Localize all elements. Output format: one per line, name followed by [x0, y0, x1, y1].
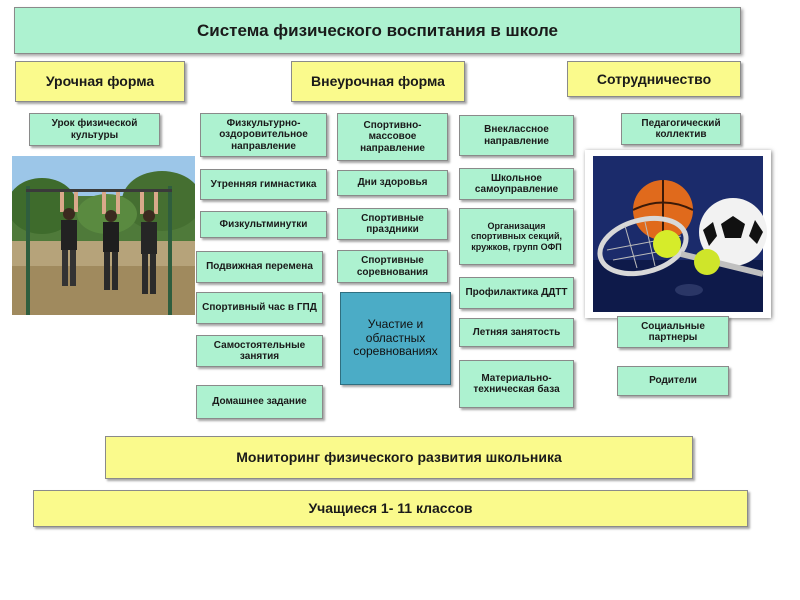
- box-profilaktika-ddtt: Профилактика ДДТТ: [459, 277, 574, 309]
- box-urok-fizkultury: Урок физической культуры: [29, 113, 160, 146]
- box-sportivnye-sorevnovaniya: Спортивные соревнования: [337, 250, 448, 283]
- box-domashnee-zadanie-label: Домашнее задание: [212, 396, 307, 408]
- header-urochnaya: Урочная форма: [15, 61, 185, 102]
- box-letnyaya-zanyatost-label: Летняя занятость: [472, 326, 561, 338]
- header-vneurochnaya-label: Внеурочная форма: [311, 73, 445, 90]
- box-urok-fizkultury-label: Урок физической культуры: [51, 118, 138, 141]
- sports-balls-photo: [585, 150, 771, 318]
- box-sportivnye-prazdniki: Спортивные праздники: [337, 208, 448, 240]
- box-dni-zdorovya-label: Дни здоровья: [357, 177, 428, 189]
- box-uchastie-sorevnovaniya: Участие и областных соревнованиях: [340, 292, 451, 385]
- box-podvizhnaya-peremena: Подвижная перемена: [196, 251, 323, 283]
- diagram-title: Система физического воспитания в школе: [14, 7, 741, 54]
- box-sportivnye-prazdniki-label: Спортивные праздники: [361, 212, 424, 236]
- box-monitoring-label: Мониторинг физического развития школьник…: [236, 449, 562, 466]
- box-sportivno-massovoe-label: Спортивно-массовое направление: [360, 119, 425, 154]
- box-pedagogicheskij-kollektiv: Педагогический коллектив: [621, 113, 741, 145]
- box-fizkult-ozdorovitelnoe: Физкультурно-оздоровительное направление: [200, 113, 327, 157]
- box-uchashchiesya-label: Учащиеся 1- 11 классов: [308, 500, 473, 517]
- box-pedagogicheskij-kollektiv-label: Педагогический коллектив: [641, 117, 721, 141]
- header-vneurochnaya: Внеурочная форма: [291, 61, 465, 102]
- box-fizkultminutki-label: Физкультминутки: [219, 218, 308, 230]
- header-sotrudnichestvo: Сотрудничество: [567, 61, 741, 97]
- sports-balls-image: [593, 156, 767, 312]
- box-fizkult-ozdorovitelnoe-label: Физкультурно-оздоровительное направление: [219, 117, 308, 152]
- box-organizaciya-sekcij-label: Организация спортивных секций, кружков, …: [470, 220, 563, 252]
- box-sportivno-massovoe: Спортивно-массовое направление: [337, 113, 448, 161]
- box-shkolnoe-samoupravlenie: Школьное самоуправление: [459, 168, 574, 200]
- box-monitoring: Мониторинг физического развития школьник…: [105, 436, 693, 479]
- box-letnyaya-zanyatost: Летняя занятость: [459, 318, 574, 347]
- box-roditeli: Родители: [617, 366, 729, 396]
- box-socialnye-partnery: Социальные партнеры: [617, 316, 729, 348]
- header-sotrudnichestvo-label: Сотрудничество: [596, 70, 712, 87]
- box-utrennyaya-gimnastika-label: Утренняя гимнастика: [210, 178, 317, 190]
- box-sportivnyj-chas: Спортивный час в ГПД: [196, 292, 323, 324]
- box-organizaciya-sekcij: Организация спортивных секций, кружков, …: [459, 208, 574, 265]
- box-uchastie-sorevnovaniya-label: Участие и областных соревнованиях: [353, 316, 438, 359]
- box-dni-zdorovya: Дни здоровья: [337, 170, 448, 196]
- box-sportivnyj-chas-label: Спортивный час в ГПД: [202, 302, 317, 314]
- box-sportivnye-sorevnovaniya-label: Спортивные соревнования: [356, 255, 429, 278]
- box-materialno-tehnicheskaya-baza: Материально-техническая база: [459, 360, 574, 408]
- box-samostoyatelnye-zanyatiya: Самостоятельные занятия: [196, 335, 323, 367]
- box-vneklassnoe-napravlenie-label: Внеклассное направление: [484, 124, 549, 147]
- box-fizkultminutki: Физкультминутки: [200, 211, 327, 238]
- box-samostoyatelnye-zanyatiya-label: Самостоятельные занятия: [213, 339, 306, 363]
- diagram-title-text: Система физического воспитания в школе: [196, 20, 558, 40]
- box-socialnye-partnery-label: Социальные партнеры: [641, 320, 705, 344]
- box-profilaktika-ddtt-label: Профилактика ДДТТ: [465, 287, 568, 299]
- box-domashnee-zadanie: Домашнее задание: [196, 385, 323, 419]
- box-uchashchiesya: Учащиеся 1- 11 классов: [33, 490, 748, 527]
- box-utrennyaya-gimnastika: Утренняя гимнастика: [200, 169, 327, 200]
- box-vneklassnoe-napravlenie: Внеклассное направление: [459, 115, 574, 156]
- header-urochnaya-label: Урочная форма: [45, 73, 155, 90]
- children-exercise-image: [12, 156, 195, 315]
- box-materialno-tehnicheskaya-baza-label: Материально-техническая база: [473, 372, 560, 396]
- box-shkolnoe-samoupravlenie-label: Школьное самоуправление: [474, 172, 559, 196]
- box-podvizhnaya-peremena-label: Подвижная перемена: [206, 261, 313, 273]
- box-roditeli-label: Родители: [649, 375, 697, 387]
- children-exercise-photo: [12, 156, 195, 315]
